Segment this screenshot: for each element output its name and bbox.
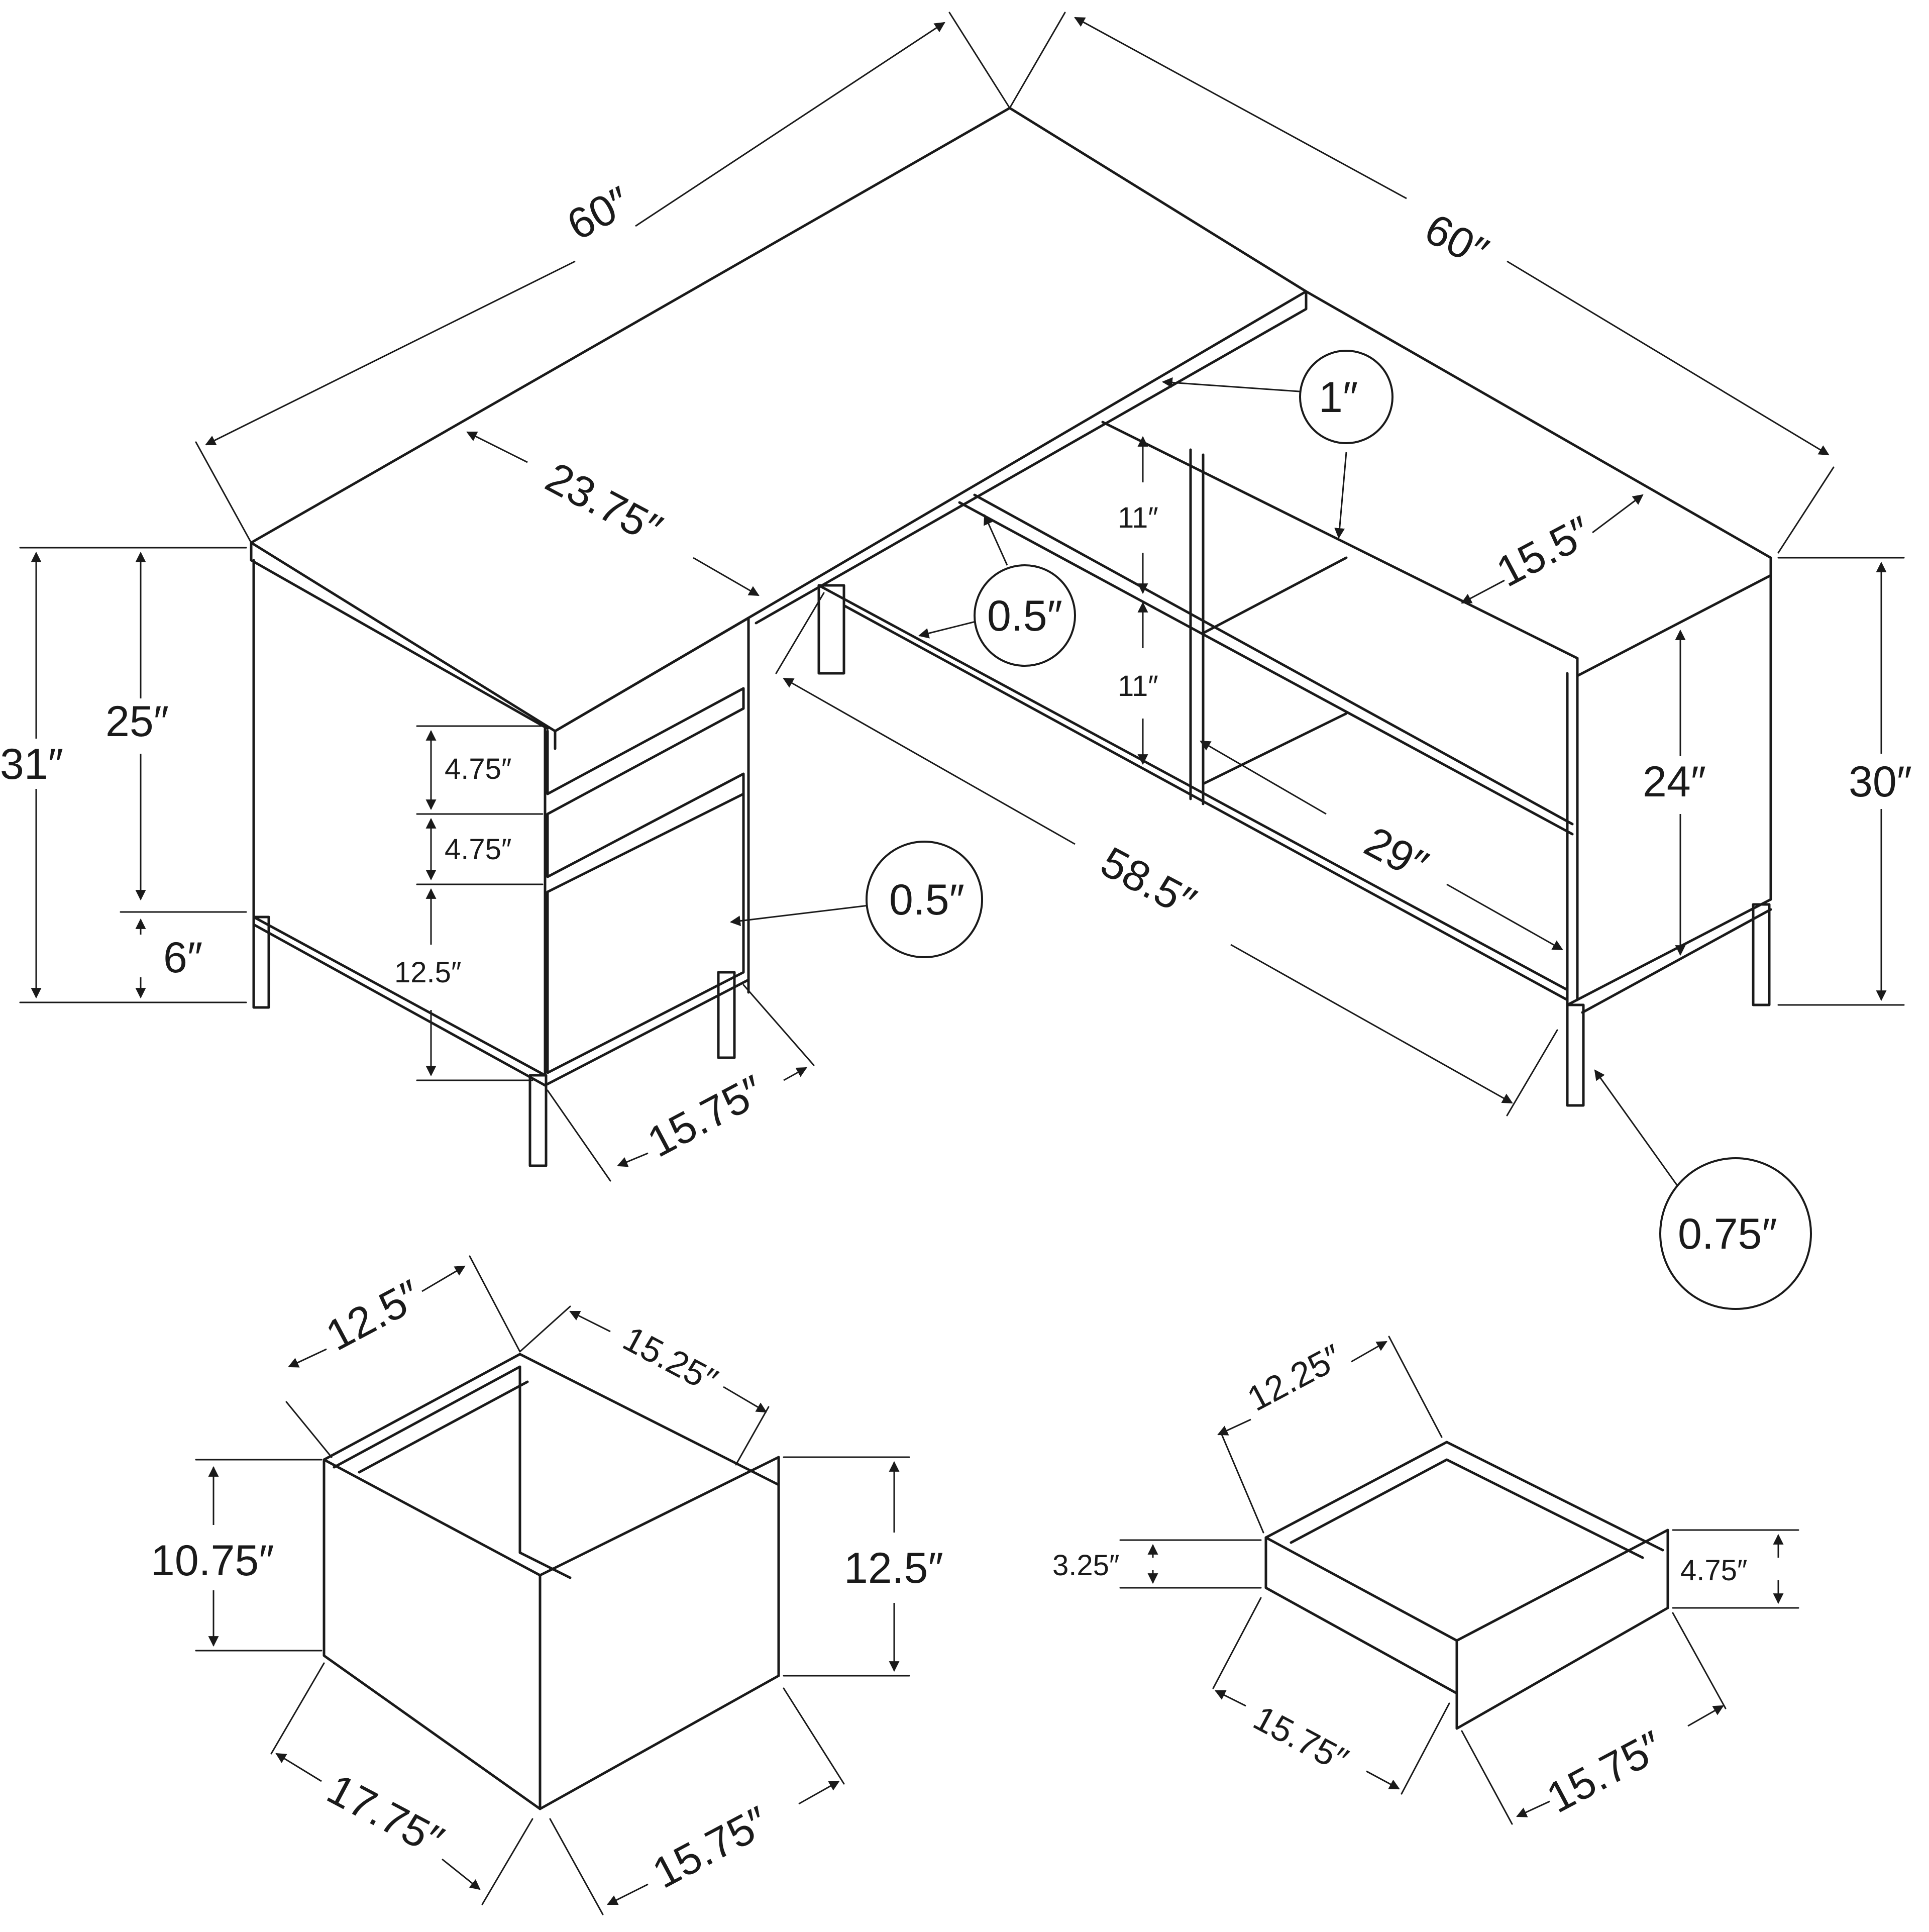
left-cabinet	[252, 559, 750, 1167]
file-drawer-side	[323, 1458, 542, 1810]
label-shelf-width: 29″	[1357, 818, 1435, 890]
label-file-drawer-inner-height: 10.75″	[151, 1537, 274, 1585]
leg	[528, 1074, 548, 1167]
label-total-height-left: 31″	[0, 740, 63, 788]
right-cabinet-side	[1566, 574, 1772, 1006]
dimension-lines	[19, 12, 1905, 1182]
label-file-drawer-width: 12.5″	[318, 1271, 429, 1360]
label-cabinet-depth: 15.75″	[640, 1066, 772, 1167]
file-drawer-detail	[195, 1255, 910, 1915]
leg	[717, 971, 736, 1059]
label-right-inner-height: 24″	[1643, 758, 1706, 806]
callout-top-thickness	[1299, 350, 1394, 444]
label-right-total-height: 30″	[1849, 758, 1912, 806]
label-drawer-2-height: 4.75″	[445, 833, 511, 866]
label-leg-thickness: 0.75″	[1678, 1210, 1777, 1258]
desk-top-left	[250, 107, 1308, 733]
leg	[817, 584, 845, 675]
small-drawer-front-panel	[1455, 1529, 1669, 1730]
desk-top-right	[1305, 290, 1772, 677]
small-drawer-detail	[1119, 1336, 1799, 1825]
label-top-left-width: 60″	[560, 177, 638, 250]
label-leg-height: 6″	[163, 934, 202, 982]
label-drawer-1-height: 4.75″	[445, 753, 511, 785]
leg	[1752, 903, 1771, 1006]
main-labels: 60″ 60″ 23.75″ 15.5″ 31″ 25″ 6″ 4.75″ 4.…	[0, 177, 1912, 1258]
label-shelf-thickness: 0.5″	[987, 592, 1062, 640]
label-top-thickness: 1″	[1319, 373, 1358, 422]
label-shelf-gap-2: 11″	[1118, 670, 1158, 702]
callout-panel-thickness	[866, 841, 983, 958]
label-top-right-width: 60″	[1417, 205, 1495, 277]
label-file-drawer-front-height: 12.5″	[844, 1544, 943, 1592]
drawer-1-front	[546, 687, 745, 816]
file-drawer-front-panel	[539, 1456, 780, 1810]
label-file-drawer-outer-depth: 17.75″	[319, 1765, 451, 1865]
label-small-drawer-width: 12.25″	[1241, 1337, 1348, 1419]
label-small-drawer-inner-height: 3.25″	[1052, 1549, 1119, 1582]
label-return-depth: 15.5″	[1489, 507, 1599, 596]
drawer-2-front	[546, 772, 745, 893]
label-file-drawer-height: 12.5″	[394, 956, 461, 989]
label-small-drawer-depth: 15.75″	[1247, 1698, 1354, 1780]
l-shaped-desk	[250, 107, 1772, 1167]
label-cabinet-height: 25″	[105, 697, 169, 746]
open-shelving	[817, 448, 1772, 1107]
label-inner-width: 58.5″	[1093, 838, 1204, 927]
label-file-drawer-depth: 15.25″	[617, 1318, 724, 1400]
label-small-drawer-front-height: 4.75″	[1680, 1554, 1747, 1587]
callout-shelf-thickness	[974, 564, 1076, 667]
leg	[1566, 1003, 1585, 1107]
leg	[252, 916, 270, 1009]
callout-leg-thickness	[1659, 1157, 1812, 1310]
small-drawer-labels: 12.25″ 3.25″ 4.75″ 15.75″ 15.75″	[1052, 1337, 1747, 1822]
desk-top-front-edge	[755, 290, 1308, 625]
label-small-drawer-front-width: 15.75″	[1539, 1722, 1671, 1822]
file-drawer-front	[546, 792, 745, 1074]
desk-top-left-edge	[250, 541, 549, 730]
label-shelf-gap-1: 11″	[1118, 501, 1158, 534]
label-desk-depth: 23.75″	[538, 453, 670, 554]
label-panel-thickness: 0.5″	[889, 876, 964, 924]
label-file-drawer-front-width: 15.75″	[645, 1797, 777, 1898]
callout-leaders	[729, 377, 1684, 1194]
small-drawer-side	[1264, 1536, 1458, 1695]
